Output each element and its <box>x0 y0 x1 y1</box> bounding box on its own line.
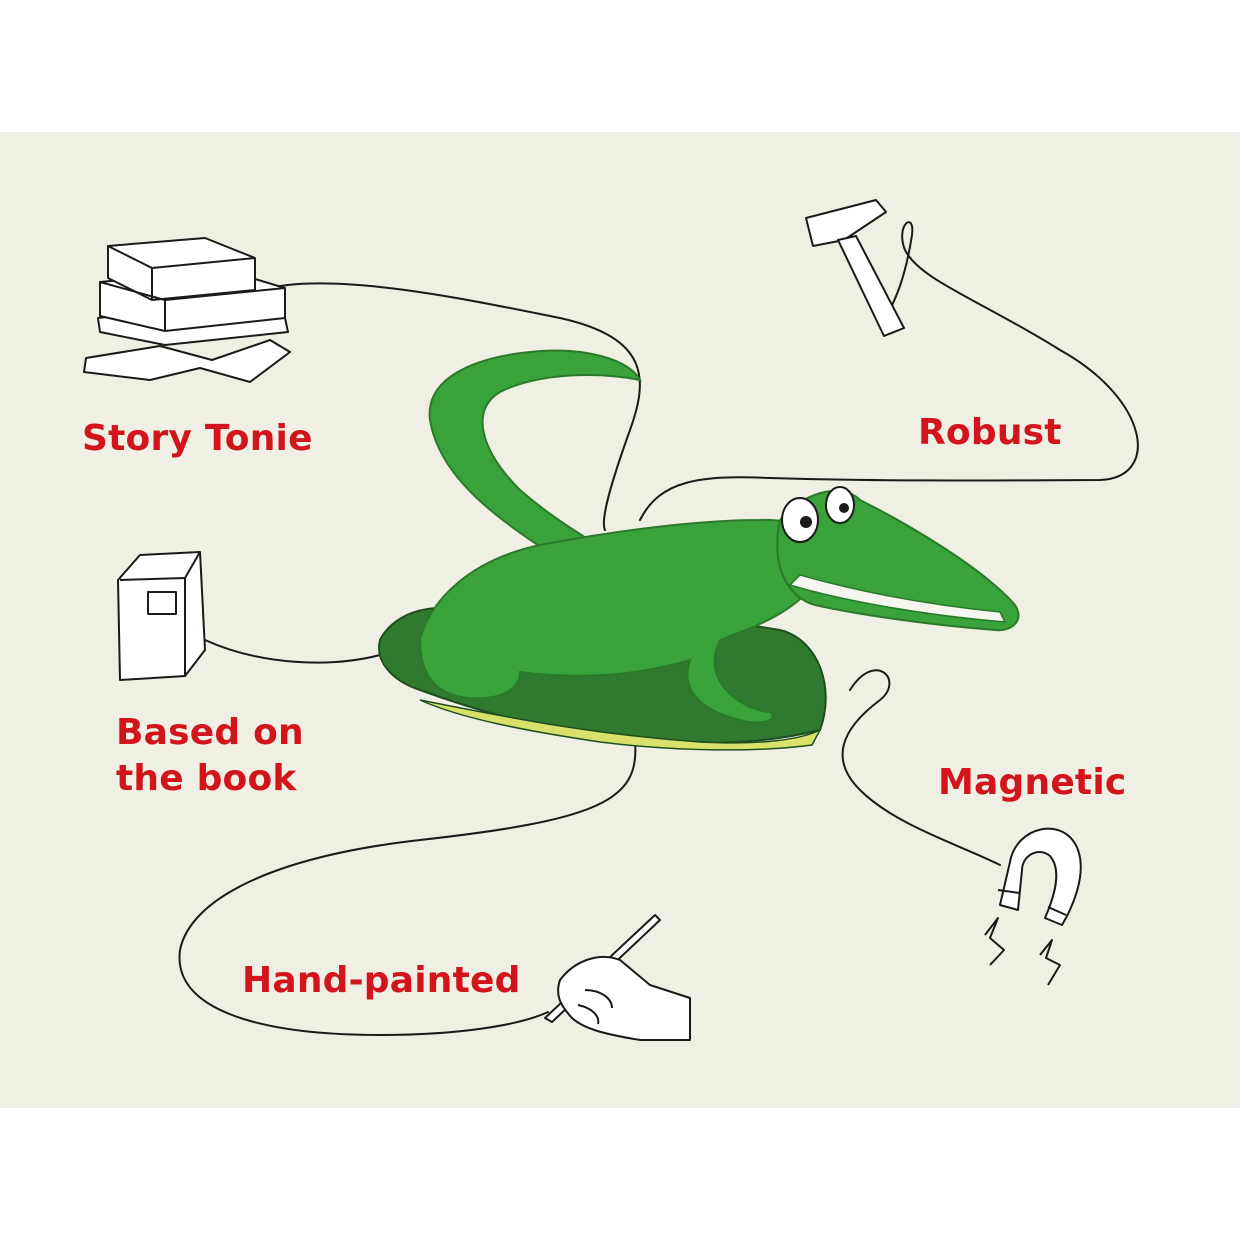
connector-hand-painted <box>178 741 637 1037</box>
label-based-on-the-book: Based on the book <box>116 710 304 802</box>
label-robust: Robust <box>918 412 1062 453</box>
connector-based-on-book <box>204 639 381 664</box>
magnet-icon <box>984 827 1082 986</box>
connector-lines <box>178 221 1139 1037</box>
label-story-tonie: Story Tonie <box>82 418 313 459</box>
label-based-on-the-book-line-1: Based on <box>116 712 304 753</box>
hammer-icon <box>805 199 905 337</box>
connector-story-tonie <box>261 282 641 531</box>
connector-robust <box>639 221 1139 521</box>
books-stack-icon <box>83 237 291 383</box>
label-magnetic: Magnetic <box>938 762 1127 803</box>
crocodile-figure <box>378 349 1020 751</box>
label-based-on-the-book-line-2: the book <box>116 758 297 799</box>
hand-with-brush-icon <box>544 914 691 1041</box>
label-hand-painted: Hand-painted <box>242 960 521 1001</box>
connector-magnetic <box>841 669 1001 866</box>
book-icon <box>117 551 206 681</box>
